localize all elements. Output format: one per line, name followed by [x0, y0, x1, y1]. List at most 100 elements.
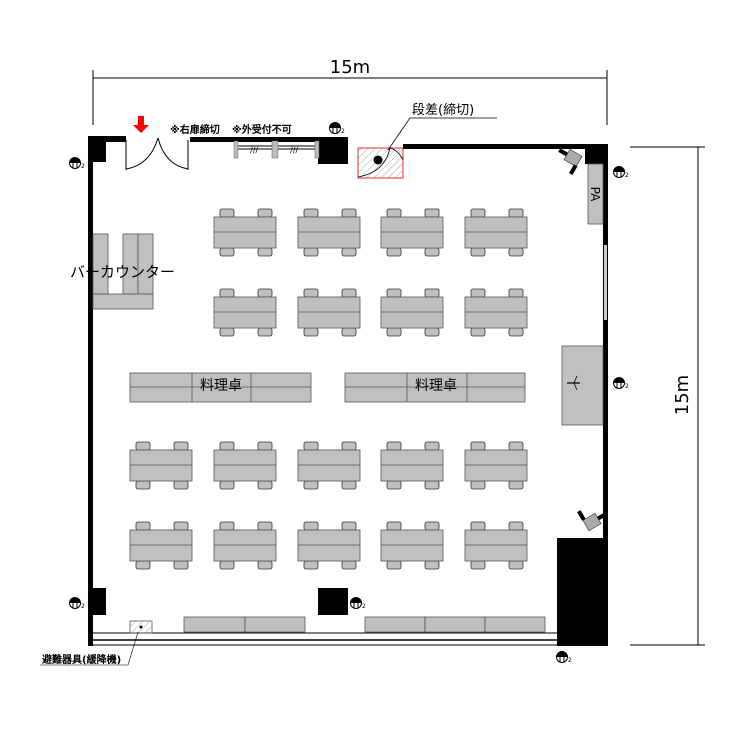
chair [386, 288, 402, 298]
stage-platform [561, 345, 604, 426]
svg-text:///: /// [250, 146, 258, 155]
chair [219, 208, 235, 218]
chair [173, 480, 189, 490]
chair [386, 327, 402, 337]
chair [303, 560, 319, 570]
chair [173, 441, 189, 451]
dining-table [297, 441, 361, 490]
chair [424, 560, 440, 570]
window: /// /// [233, 140, 320, 159]
dining-table [380, 441, 444, 490]
chair [135, 441, 151, 451]
chair [135, 521, 151, 531]
table-top [129, 449, 193, 482]
table-top [380, 529, 444, 562]
chair [303, 208, 319, 218]
chair [257, 247, 273, 257]
table-top [213, 216, 277, 249]
entrance-arrow-icon [133, 116, 149, 133]
table-top [464, 529, 528, 562]
chair [219, 560, 235, 570]
chair [508, 521, 524, 531]
chair [470, 208, 486, 218]
table-top [380, 449, 444, 482]
chair [341, 480, 357, 490]
chair [257, 288, 273, 298]
chair [219, 441, 235, 451]
chair [508, 441, 524, 451]
chair [257, 560, 273, 570]
chair [341, 208, 357, 218]
chair [508, 480, 524, 490]
table-top [297, 529, 361, 562]
chair [341, 247, 357, 257]
chair [508, 288, 524, 298]
chair [219, 480, 235, 490]
table-top [297, 216, 361, 249]
chair [341, 288, 357, 298]
table-top [213, 529, 277, 562]
chair [424, 521, 440, 531]
table-top [213, 296, 277, 329]
table-top [213, 449, 277, 482]
chair [303, 441, 319, 451]
height-dimension: 15m [630, 146, 705, 646]
chair [219, 521, 235, 531]
chair [424, 247, 440, 257]
chair [386, 247, 402, 257]
dining-table [464, 208, 528, 257]
pa-booth: PA [587, 163, 604, 225]
chair [135, 480, 151, 490]
chair [303, 247, 319, 257]
table-top [129, 529, 193, 562]
power-outlet-icon: 2 [69, 597, 85, 610]
chair [470, 521, 486, 531]
chair [303, 521, 319, 531]
chair [219, 247, 235, 257]
chair [508, 327, 524, 337]
power-outlet-icon: 2 [613, 377, 629, 390]
dining-table [380, 521, 444, 570]
outlet-count: 2 [362, 603, 366, 610]
outlet-count: 2 [81, 603, 85, 610]
chair [470, 288, 486, 298]
chair [424, 208, 440, 218]
chair [257, 441, 273, 451]
walls [88, 136, 608, 646]
table-top [464, 296, 528, 329]
dining-table [464, 441, 528, 490]
dining-table [464, 521, 528, 570]
chair [470, 247, 486, 257]
chair [303, 327, 319, 337]
outlet-count: 2 [625, 172, 629, 179]
chair [424, 441, 440, 451]
chair [424, 288, 440, 298]
dining-table [213, 521, 277, 570]
entrance-door[interactable] [125, 137, 189, 170]
power-outlet-icon: 2 [69, 157, 85, 170]
chair [341, 327, 357, 337]
table-top [297, 449, 361, 482]
height-label: 15m [672, 375, 693, 415]
chair [386, 480, 402, 490]
chair [508, 208, 524, 218]
dining-table [380, 208, 444, 257]
chair [341, 560, 357, 570]
step-area: 段差(締切) [357, 102, 497, 179]
chair [303, 480, 319, 490]
chair [257, 480, 273, 490]
chair [303, 288, 319, 298]
chair [424, 327, 440, 337]
chair [470, 327, 486, 337]
pa-label: PA [588, 187, 602, 202]
cooking-table: 料理卓 [344, 372, 526, 403]
power-outlet-icon: 2 [556, 651, 572, 664]
chair [424, 480, 440, 490]
side-table [364, 616, 546, 633]
chair [341, 441, 357, 451]
svg-text:///: /// [290, 146, 298, 155]
chair [173, 560, 189, 570]
chair [219, 288, 235, 298]
bar-counter: バーカウンター [70, 233, 175, 310]
